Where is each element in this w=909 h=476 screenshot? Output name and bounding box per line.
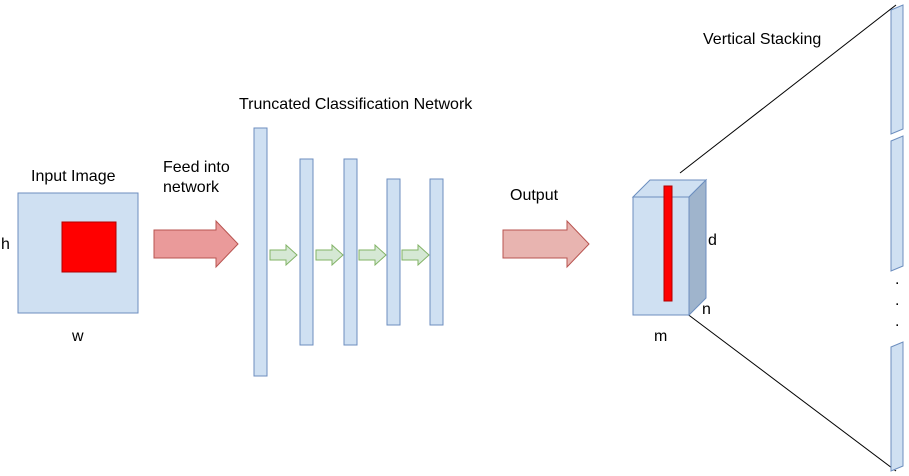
depth-label: d: [708, 232, 717, 249]
network-layer-4: [386, 178, 401, 326]
network-layer-3: [343, 158, 358, 346]
network-layer-1: [253, 127, 268, 377]
ellipsis-dot-3: .: [895, 313, 900, 330]
feed-label-line2: network: [163, 179, 220, 196]
network-layer-2: [299, 158, 314, 346]
layer-arrow-1: [269, 243, 298, 267]
feed-arrow: [153, 219, 239, 269]
feature-block-side: [688, 178, 707, 317]
height-label: h: [1, 236, 10, 253]
n-label: n: [702, 301, 711, 318]
output-arrow: [502, 219, 590, 269]
vertical-stacking-label: Vertical Stacking: [703, 31, 822, 48]
input-image-region: [61, 221, 117, 273]
feature-slice: [663, 185, 673, 302]
input-image-label: Input Image: [31, 168, 116, 185]
layer-arrow-2: [315, 243, 344, 267]
projection-line-bottom: [685, 312, 897, 472]
network-layer-5: [429, 178, 444, 326]
layer-arrow-3: [358, 243, 387, 267]
feature-block-front: [632, 196, 690, 316]
projection-line-top: [679, 4, 897, 174]
network-title: Truncated Classification Network: [239, 96, 473, 113]
ellipsis-dot-1: .: [895, 271, 900, 288]
stacked-column-1: [890, 4, 904, 135]
m-label: m: [654, 328, 668, 345]
stacked-column-3: [890, 341, 904, 472]
width-label: w: [72, 328, 84, 345]
stacked-column-2: [890, 135, 904, 272]
layer-arrow-4: [401, 243, 430, 267]
output-label: Output: [510, 187, 559, 204]
ellipsis-dot-2: .: [895, 292, 900, 309]
feed-label-line1: Feed into: [163, 159, 230, 176]
